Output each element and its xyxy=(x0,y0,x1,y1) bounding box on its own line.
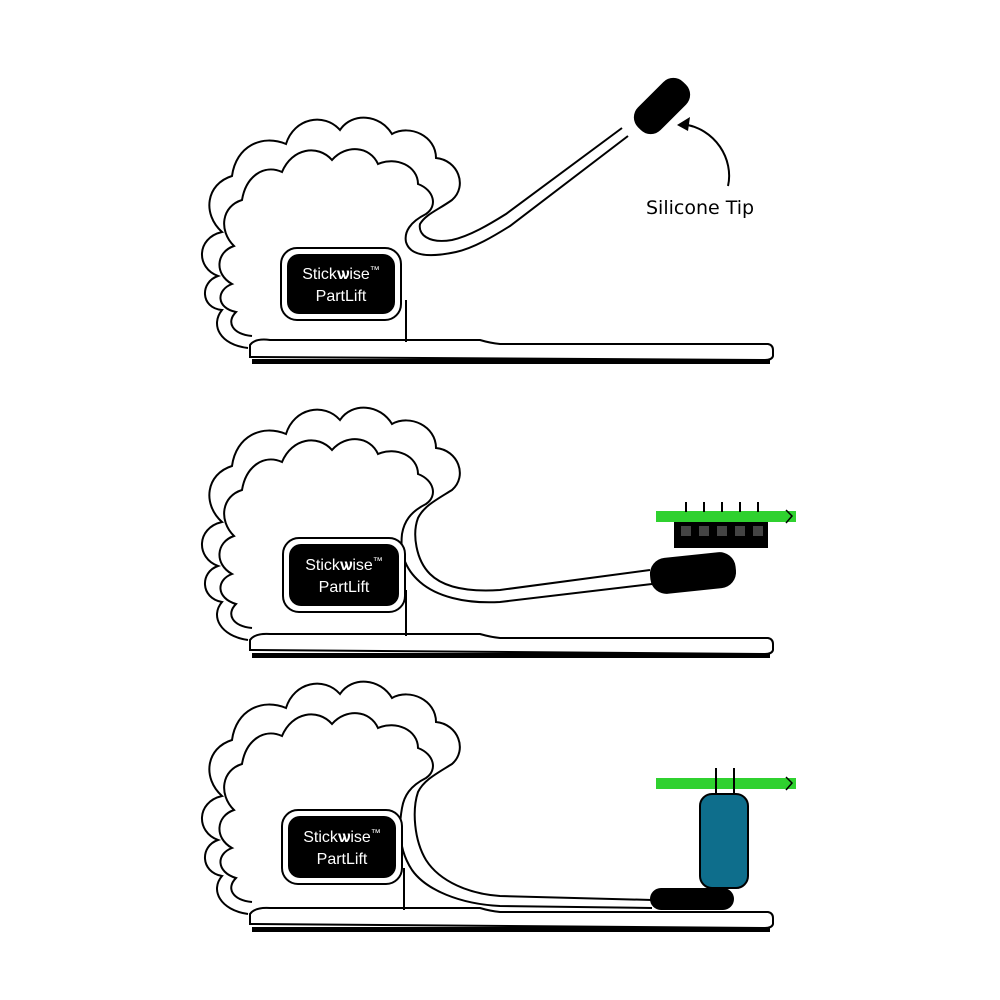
base-plate xyxy=(249,338,774,362)
pcb-board xyxy=(656,511,796,522)
w-logo-glyph: ѡ xyxy=(338,829,351,846)
brand-line2: PartLift xyxy=(317,851,368,868)
w-logo-glyph: ѡ xyxy=(337,266,350,283)
panel-3-pressed: Stickѡise™ PartLift xyxy=(201,680,796,932)
base-shadow xyxy=(252,927,770,932)
spring-coil xyxy=(201,406,653,641)
header-pins xyxy=(685,502,759,512)
brand-badge xyxy=(289,544,399,606)
base-plate xyxy=(249,632,774,656)
panel-2-under-board: Stickѡise™ PartLift xyxy=(201,406,796,658)
brand-line1: Stickѡise™ xyxy=(303,828,381,846)
base-shadow xyxy=(252,359,770,364)
base-plate xyxy=(249,906,774,930)
spring-coil xyxy=(201,116,629,349)
w-logo-glyph: ѡ xyxy=(340,557,353,574)
callout-arrow xyxy=(681,123,731,187)
brand-line2: PartLift xyxy=(319,579,370,596)
capacitor-body xyxy=(699,793,749,889)
panel-1-raised: Stickѡise™ PartLift Silicone Tip xyxy=(201,77,774,364)
pcb-break xyxy=(785,509,794,524)
header-pin-sockets xyxy=(681,526,763,536)
brand-line2: PartLift xyxy=(316,288,367,305)
callout-label: Silicone Tip xyxy=(646,197,754,219)
silicone-tip xyxy=(633,77,691,135)
silicone-tip xyxy=(650,888,734,910)
brand-line1: Stickѡise™ xyxy=(305,556,383,574)
arrowhead xyxy=(677,117,690,131)
spring-coil xyxy=(201,680,653,915)
brand-badge xyxy=(288,816,396,878)
pcb-board xyxy=(656,778,796,789)
brand-line1: Stickѡise™ xyxy=(302,265,380,283)
silicone-tip xyxy=(649,552,737,594)
base-shadow xyxy=(252,653,770,658)
brand-badge xyxy=(287,254,395,314)
pcb-break xyxy=(785,776,794,791)
